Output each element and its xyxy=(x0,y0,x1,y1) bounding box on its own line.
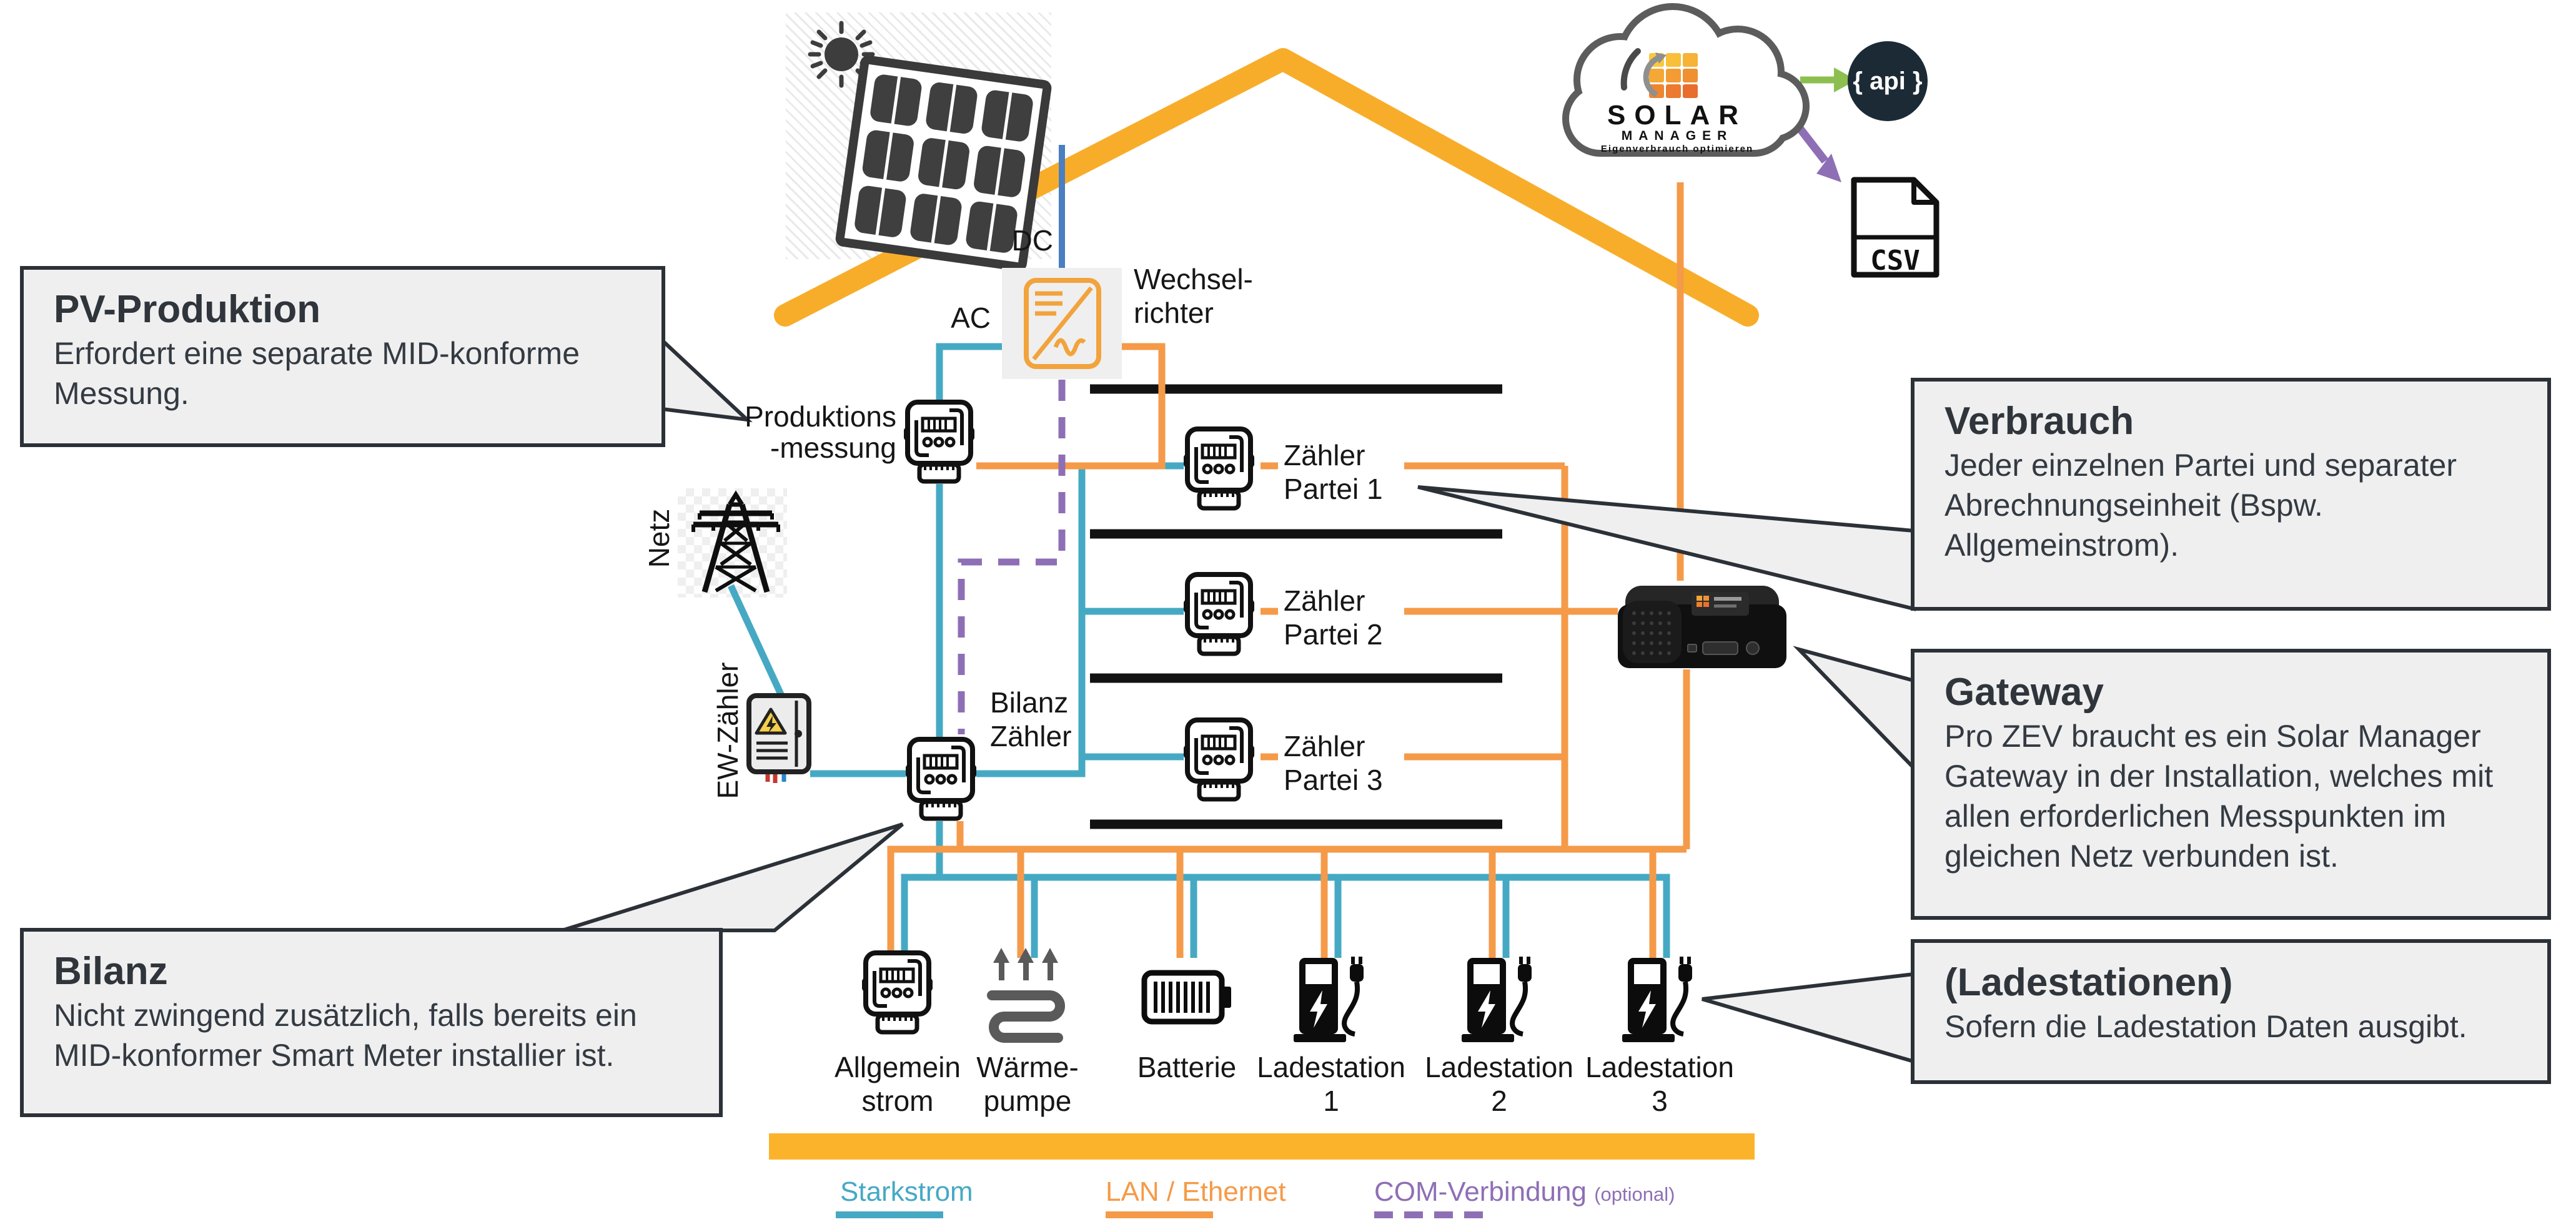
legend-starkstrom-line xyxy=(836,1211,943,1218)
bilanz-callout-pointer xyxy=(562,822,904,932)
netz-label: Netz xyxy=(643,508,675,568)
produktionsmessung-label: Produktions -messung xyxy=(745,400,896,464)
bilanz-zaehler-label: Bilanz Zähler xyxy=(990,686,1072,752)
zaehler-partei-1-icon xyxy=(1185,429,1254,508)
gateway-title: Gateway xyxy=(1944,671,2104,714)
cloud-tagline: Eigenverbrauch optimieren xyxy=(1600,144,1754,154)
verbrauch-callout: Verbrauch Jeder einzelnen Partei und sep… xyxy=(1911,378,2551,611)
legend-lan: LAN / Ethernet xyxy=(1106,1176,1286,1207)
solar-panel-icon xyxy=(835,55,1052,272)
wechselrichter-label: Wechsel- richter xyxy=(1134,263,1253,329)
gateway-callout-pointer xyxy=(1793,646,1916,773)
api-arrow xyxy=(1800,67,1856,92)
batterie-label: Batterie xyxy=(1137,1051,1237,1083)
zaehler-partei-3-icon xyxy=(1185,720,1254,799)
bilanz-zaehler-icon xyxy=(907,739,976,819)
ladestation-3-icon xyxy=(1622,957,1692,1042)
gateway-callout: Gateway Pro ZEV braucht es ein Solar Man… xyxy=(1911,649,2551,920)
legend-com: COM-Verbindung (optional) xyxy=(1374,1176,1675,1207)
ladestationen-callout-pointer xyxy=(1702,972,1916,1065)
ew-zaehler-label: EW-Zähler xyxy=(711,662,744,799)
csv-file-icon xyxy=(1851,177,1939,278)
callout-pointers xyxy=(562,336,1916,1065)
cloud-brand-line2: MANAGER xyxy=(1621,129,1733,143)
zaehler-partei-2-icon xyxy=(1185,574,1254,654)
ground-bar xyxy=(769,1133,1755,1160)
legend-com-optional: (optional) xyxy=(1594,1183,1675,1205)
pylon-icon xyxy=(691,490,780,593)
ladestation-2-icon xyxy=(1462,957,1532,1042)
ew-zaehler-icon xyxy=(746,693,811,783)
floor-lines xyxy=(1090,384,1502,829)
gateway-logo-sticker xyxy=(1692,592,1749,616)
pv-produktion-title: PV-Produktion xyxy=(54,288,321,331)
csv-label: CSV xyxy=(1870,245,1920,277)
legend-starkstrom: Starkstrom xyxy=(840,1176,973,1207)
api-label: { api } xyxy=(1853,67,1923,95)
produktionsmessung-meter-icon xyxy=(905,402,974,481)
bilanz-title: Bilanz xyxy=(54,950,168,993)
ac-label: AC xyxy=(951,302,991,334)
inverter-icon xyxy=(1002,268,1122,379)
ladestationen-callout: (Ladestationen) Sofern die Ladestation D… xyxy=(1911,939,2551,1084)
legend-com-line xyxy=(1374,1211,1493,1218)
waermepumpe-icon xyxy=(987,948,1065,1043)
gateway-device xyxy=(1618,586,1786,668)
lan-lines xyxy=(887,182,1690,958)
solar-manager-cloud xyxy=(1562,3,1810,157)
ladestationen-title: (Ladestationen) xyxy=(1944,961,2233,1004)
batterie-icon xyxy=(1141,970,1231,1025)
allgemeinstrom-meter-icon xyxy=(863,953,932,1032)
ladestation-1-icon xyxy=(1294,957,1364,1042)
cloud-brand-line1: SOLAR xyxy=(1607,100,1747,131)
verbrauch-title: Verbrauch xyxy=(1944,400,2134,443)
api-badge xyxy=(1848,41,1928,121)
bilanz-callout: Bilanz Nicht zwingend zusätzlich, falls … xyxy=(20,928,723,1117)
legend-lan-line xyxy=(1106,1211,1213,1218)
waermepumpe-label: Wärme-pumpe xyxy=(976,1051,1079,1117)
dc-label: DC xyxy=(1011,224,1053,257)
pv-produktion-callout: PV-Produktion Erfordert eine separate MI… xyxy=(20,266,665,447)
com-line xyxy=(958,380,1066,734)
